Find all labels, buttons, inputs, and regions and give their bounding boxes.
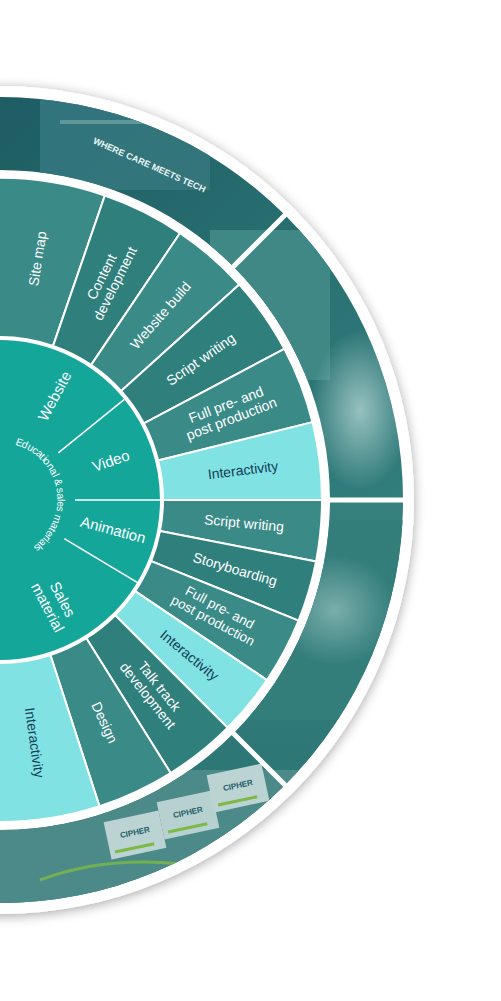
- arc-letter: a: [55, 493, 66, 499]
- label-holder: CIPHER: [0, 0, 30, 9]
- brochure-logo: CIPHER: [172, 805, 203, 820]
- sector-fill: [0, 655, 100, 822]
- arc-letter: &: [52, 477, 64, 487]
- interactivity-segment: Interactivity: [0, 653, 102, 824]
- arc-letter: s: [55, 506, 66, 513]
- sector-divider: [75, 499, 160, 501]
- interactivity-segment: Interactivity: [156, 420, 324, 502]
- node-shape: [156, 420, 324, 502]
- label-holder: WHERE CARE MEETS TECH: [0, 0, 122, 10]
- node-shape: [0, 653, 102, 824]
- brochure-logo: CIPHER: [119, 825, 150, 840]
- label-holder: CIPHER: [0, 0, 30, 9]
- sector-divider: [64, 539, 137, 583]
- sector-divider: [58, 399, 124, 452]
- brochure-logo: CIPHER: [222, 778, 253, 793]
- arc-text: Educational & sales materials: [0, 422, 78, 578]
- label-holder: CIPHER: [0, 0, 30, 9]
- core-circle: Educational & sales materials: [0, 422, 78, 578]
- photo-caption: WHERE CARE MEETS TECH: [91, 137, 206, 196]
- sector-fill: [158, 422, 322, 500]
